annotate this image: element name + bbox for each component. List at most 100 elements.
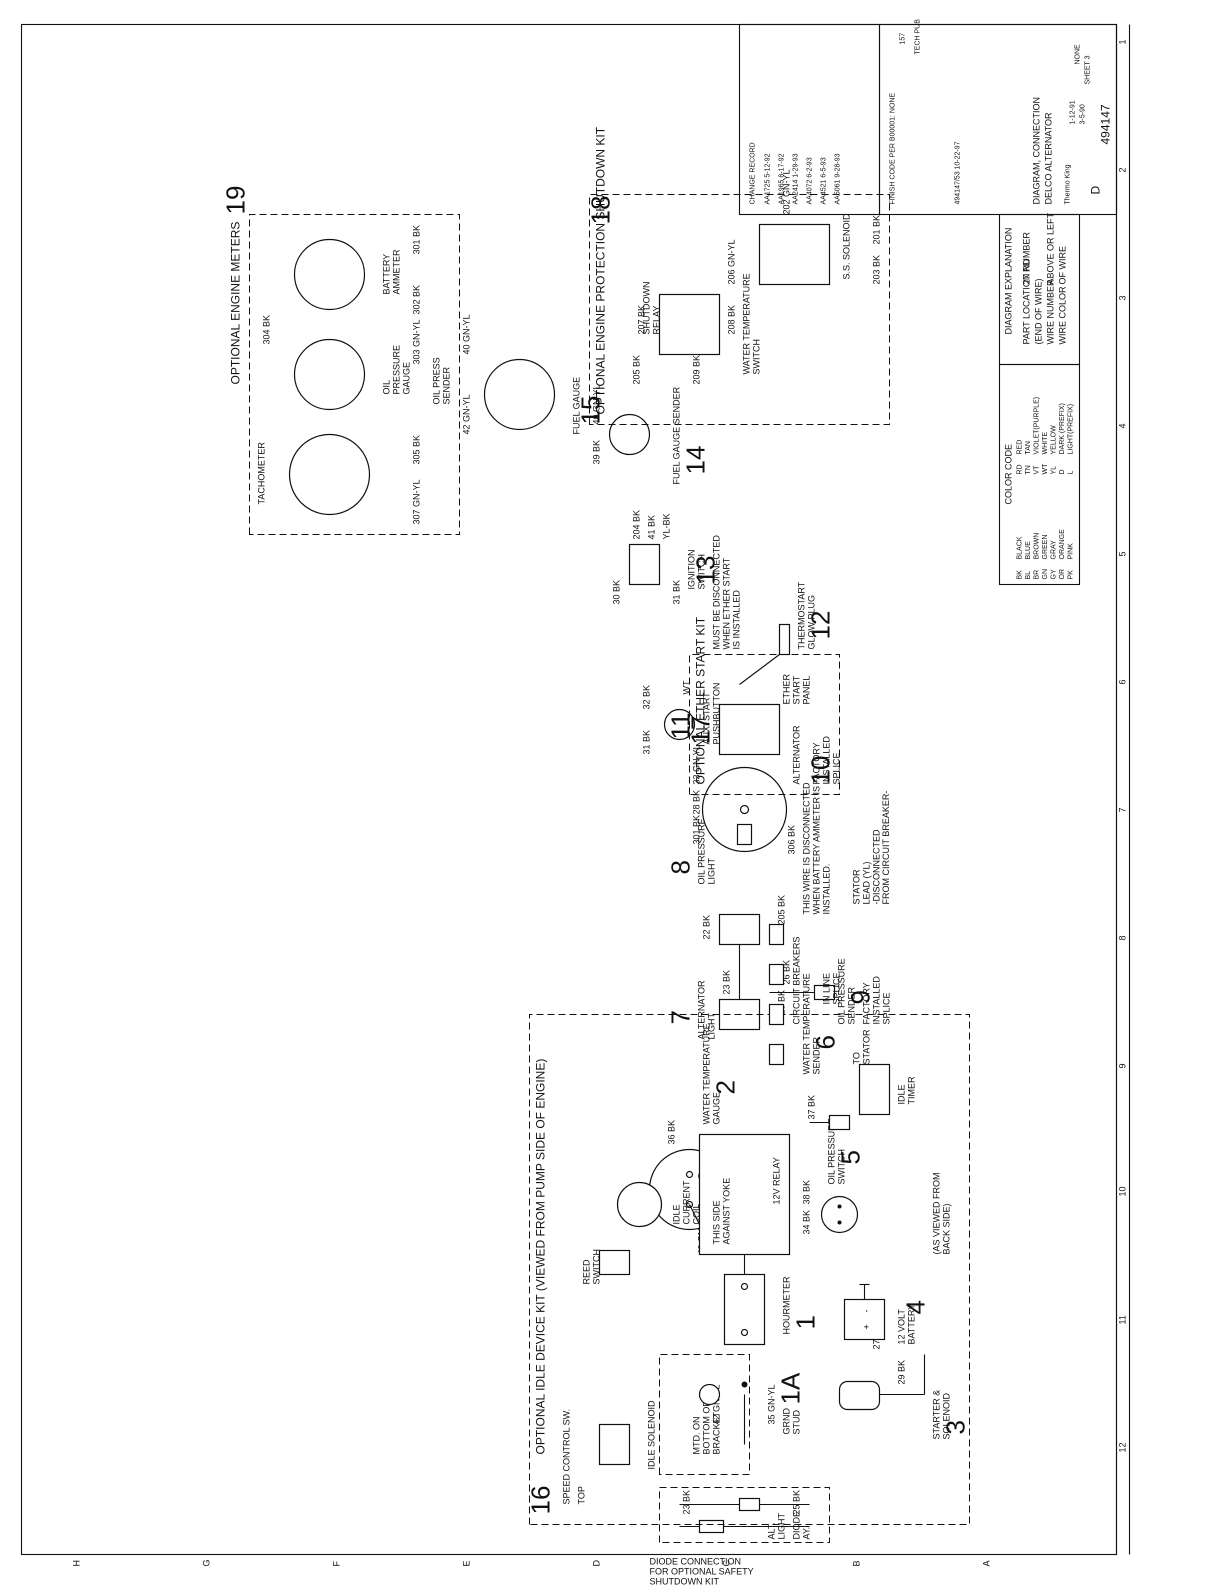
explanation-example: 27 RD [1022,258,1032,284]
explanation-title: DIAGRAM EXPLANATION [1004,228,1014,335]
color-code-cell: TN [1025,465,1032,474]
component-title: OIL PRESSURELIGHT [697,818,717,884]
wire-label: 34 BK [802,1210,812,1235]
color-code-cell: RED [1017,440,1024,455]
component-number: 15 [576,396,606,425]
wire-label: 42 GN-YL [462,394,472,434]
border-col-number: 6 [1118,679,1128,684]
component-8-oil-pressure-light: 22 BK 205 BK OIL PRESSURELIGHT 8 [666,818,787,946]
drawing-description-2: DELCO ALTERNATOR [1044,112,1054,205]
relay-label: 12V RELAY [772,1157,782,1204]
component-title: FUEL GAUGE SENDER [672,386,682,484]
wire-label: 32 BK [642,685,652,710]
border-col-number: 1 [1118,39,1128,44]
wire-label: 301 BK [412,225,422,255]
wire-label: 41 BK [647,515,657,540]
component-number: 12 [806,611,836,640]
wire-label: 306 BK [787,825,797,855]
date-2: 3-5-90 [1080,104,1087,124]
wire-label: 36 BK [667,1120,677,1145]
component-title: AUX. STARTPUSHBUTTON [702,683,722,745]
border-col-number: 7 [1118,807,1128,812]
speed-control-switch [598,1423,631,1466]
wire-label: 201 BK [872,215,882,245]
component-4-battery: +- 12 VOLTBATTERY 4 [843,1283,931,1345]
wire-label: 205 BK [632,355,642,385]
color-code-cell: BLACK [1017,536,1024,559]
date-1: 1-12-91 [1070,100,1077,124]
wire-label: 23 BK [682,1490,692,1515]
wire-label: 33 GN-YL [692,744,702,784]
wire-label: 37 BK [807,1095,817,1120]
explanation-line: WIRE NUMBER [1046,279,1056,345]
component-number: 17 [686,716,716,745]
diode-label: DIODEAY. [792,1511,812,1540]
svg-text:-: - [862,1310,872,1313]
component-1a: 42 GN-YL 35 GN-YL GRNDSTUD 1A [712,1372,806,1445]
color-code-table: COLOR CODE BKBLACKRDREDBLBLUETNTANBRBROW… [998,363,1081,586]
component-13-ignition-switch: 30 BK 31 BK 204 BK 41 BK YL-BK IGNITIONS… [612,510,721,605]
color-code-cell: WHITE [1042,432,1049,455]
component-17-ether-start: OPTIONAL ETHER START KIT 17 ETHERSTARTPA… [686,616,841,795]
color-code-cell: BLUE [1025,541,1032,560]
wire-label: 28 BK [692,790,702,815]
component-7-alternator-light: 23 BK 25 BK ALTERNATORLIGHT 7 [666,944,787,1040]
color-code-cell: D [1059,469,1066,474]
border-row-letter: E [462,1560,472,1566]
component-title: OIL PRESSURESENDER [837,958,857,1024]
change-record-row: AA1965 8-17-92 [779,153,786,204]
wire-label: YL-BK [662,513,672,539]
idle-coil-label: IDLECURRENTCOIL [672,1180,702,1225]
wire-label: 208 BK [727,305,737,335]
color-code-cell: PINK [1068,543,1075,560]
component-number: 9 [846,990,876,1004]
color-code-cell: LIGHT(PREFIX) [1068,404,1075,455]
wire-label: 31 BK [642,730,652,755]
water-temp-switch-label: WATER TEMPERATURESWITCH [742,273,762,374]
component-number: 8 [666,860,696,874]
component-9-oil-pressure-sender: 26 BK OIL PRESSURESENDER 9 [769,958,876,1025]
color-code-cell: PK [1068,570,1075,580]
diode-icon [738,1497,761,1512]
drawing-frame [20,23,1118,1556]
component-title: GRNDSTUD [782,1408,802,1435]
component-number: 5 [836,1150,866,1164]
border-col-number: 12 [1118,1442,1128,1452]
border-col-number: 10 [1118,1186,1128,1196]
color-code-cell: GREEN [1042,535,1049,560]
wire-label: 42 GN-YL [712,1384,722,1424]
change-record-title: CHANGE RECORD [750,142,757,204]
speed-control-label: SPEED CONTROL SW. [562,1409,572,1505]
wire-label: 307 GN-YL [412,479,422,524]
scale: NONE [1075,44,1082,65]
wire-label: 30 BK [612,580,622,605]
wire-label: 209 BK [692,355,702,385]
color-code-cell: DARK (PREFIX) [1059,403,1066,454]
svg-text:+: + [862,1324,872,1329]
color-code-cell: YELLOW [1051,425,1058,455]
used-on: 494147/53 10-22-97 [955,141,962,204]
component-number: 10 [806,756,836,785]
wire-label: WT [682,680,692,694]
color-code-cell: BROWN [1034,533,1041,560]
wire-label: 205 BK [777,895,787,925]
component-number: 1A [776,1372,806,1404]
component-number: 11 [666,713,696,740]
component-number: 7 [666,1010,696,1024]
border-col-number: 8 [1118,935,1128,940]
component-title: HOURMETER [782,1276,792,1334]
component-title: OIL PRESSURESWITCH [827,1118,847,1184]
component-number: 4 [901,1300,931,1314]
wire-label: 25 BK [792,1490,802,1515]
component-number: 6 [811,1035,841,1049]
wire-label: 29 BK [897,1360,907,1385]
finish-code: FINISH CODE PER B00001: NONE [890,93,897,205]
component-title: ALTERNATOR [792,725,802,785]
wire-label: 31 BK [672,580,682,605]
wire-label: 301 BK [692,815,702,845]
component-14-fuel-gauge-sender: 39 BK 40 GN-YL FUEL GAUGE SENDER 14 [592,384,711,484]
